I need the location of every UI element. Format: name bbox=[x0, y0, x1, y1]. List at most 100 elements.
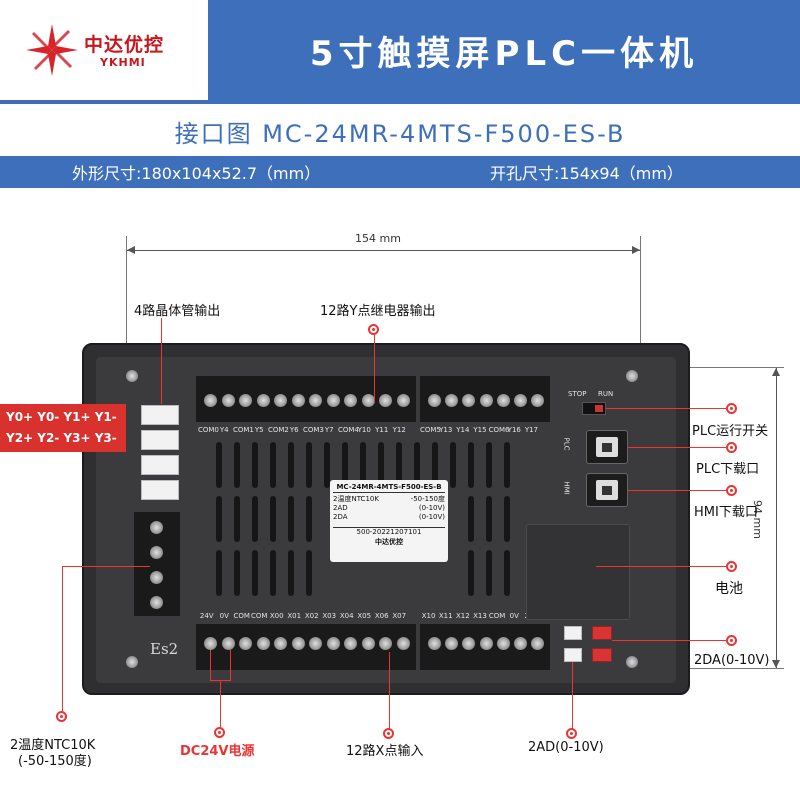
vent-slot bbox=[288, 550, 294, 596]
terminal-screw bbox=[150, 596, 163, 609]
width-dimension-line bbox=[127, 250, 640, 251]
ad-connector[interactable] bbox=[564, 626, 582, 640]
usb-socket-core bbox=[602, 486, 612, 495]
brand-name-en: YKHMI bbox=[100, 56, 146, 69]
terminal-screw bbox=[344, 637, 358, 650]
terminal-screw bbox=[326, 394, 340, 407]
run-switch[interactable] bbox=[582, 402, 606, 415]
callout-dot bbox=[383, 728, 394, 739]
vent-slot bbox=[306, 550, 312, 596]
vent-slot bbox=[216, 550, 222, 596]
terminal-label: Y12 bbox=[392, 426, 406, 434]
corner-screw bbox=[626, 370, 638, 382]
terminal-label: Y13 bbox=[439, 426, 453, 434]
terminal-screw bbox=[204, 637, 218, 650]
y-output-pin-label: Y0+ Y0- Y1+ Y1- Y2+ Y2- Y3+ Y3- bbox=[0, 404, 126, 452]
terminal-screw bbox=[496, 637, 510, 650]
width-dimension-label: 154 mm bbox=[352, 232, 404, 245]
terminal-screw bbox=[379, 394, 393, 407]
plc-port-mark: PLC bbox=[562, 437, 571, 451]
callout-line bbox=[374, 332, 375, 402]
callout-da: 2DA(0-10V) bbox=[694, 653, 770, 668]
terminal-screw bbox=[344, 394, 358, 407]
terminal-screw bbox=[428, 394, 442, 407]
terminal-label: 0V bbox=[219, 612, 229, 620]
vent-slot bbox=[504, 550, 510, 596]
dim-line-top bbox=[688, 367, 784, 368]
vent-slot bbox=[468, 496, 474, 542]
terminal-label: Y7 bbox=[324, 426, 334, 434]
terminal-label: COM2 bbox=[268, 426, 289, 434]
ad-connector[interactable] bbox=[564, 648, 582, 662]
vent-slot bbox=[504, 442, 510, 488]
callout-dot bbox=[726, 561, 737, 572]
terminal-label: COM0 bbox=[198, 426, 219, 434]
y-output-port[interactable] bbox=[141, 480, 179, 500]
y-output-port[interactable] bbox=[141, 455, 179, 475]
terminal-screw bbox=[221, 637, 235, 650]
y-output-port[interactable] bbox=[141, 430, 179, 450]
terminal-label: Y4 bbox=[219, 426, 229, 434]
callout-line bbox=[628, 490, 726, 491]
callout-line bbox=[230, 650, 231, 680]
sticker-text: -50-150度 bbox=[410, 495, 445, 503]
y-output-port[interactable] bbox=[141, 405, 179, 425]
arrow-right-icon bbox=[632, 246, 640, 254]
terminal-screw bbox=[204, 394, 218, 407]
sticker-text: 2温度NTC10K bbox=[333, 495, 379, 503]
ventilation-slots bbox=[216, 442, 516, 602]
terminal-label: Y10 bbox=[357, 426, 371, 434]
callout-line bbox=[572, 662, 573, 732]
bottom-screws-left bbox=[202, 637, 412, 651]
bottom-screws-right bbox=[426, 637, 546, 651]
callout-power: DC24V电源 bbox=[180, 744, 255, 759]
callout-dot bbox=[56, 711, 67, 722]
page-subtitle: 接口图 MC-24MR-4MTS-F500-ES-B bbox=[174, 119, 626, 148]
vent-slot bbox=[342, 442, 348, 488]
vent-slot bbox=[288, 442, 294, 488]
terminal-label: 24V bbox=[199, 612, 214, 620]
vent-slot bbox=[252, 550, 258, 596]
callout-line bbox=[596, 566, 726, 567]
terminal-screw bbox=[462, 637, 476, 650]
terminal-screw bbox=[513, 394, 527, 407]
terminal-screw bbox=[309, 394, 323, 407]
terminal-screw bbox=[256, 394, 270, 407]
page-title: 5寸触摸屏PLC一体机 bbox=[208, 0, 800, 100]
da-connector[interactable] bbox=[592, 626, 612, 640]
plc-usb-port[interactable] bbox=[586, 430, 628, 464]
callout-dot bbox=[214, 727, 225, 738]
terminal-label: Y14 bbox=[456, 426, 470, 434]
terminal-screw bbox=[462, 394, 476, 407]
vent-slot bbox=[306, 496, 312, 542]
top-screws-left bbox=[202, 394, 412, 408]
terminal-screw bbox=[274, 637, 288, 650]
run-switch-knob[interactable] bbox=[595, 405, 603, 412]
stop-label: RUN bbox=[598, 390, 614, 398]
vent-slot bbox=[270, 442, 276, 488]
terminal-label: Y15 bbox=[473, 426, 487, 434]
hmi-usb-port[interactable] bbox=[586, 473, 628, 507]
outer-size: 外形尺寸:180x104x52.7（mm） bbox=[72, 164, 321, 183]
terminal-screw bbox=[239, 394, 253, 407]
vent-slot bbox=[468, 550, 474, 596]
terminal-screw bbox=[274, 394, 288, 407]
terminal-label: Y16 bbox=[507, 426, 521, 434]
callout-dot bbox=[566, 728, 577, 739]
callout-dot bbox=[726, 442, 737, 453]
battery-cover[interactable] bbox=[526, 524, 630, 620]
terminal-label: X10 bbox=[421, 612, 436, 620]
terminal-screw bbox=[396, 637, 410, 650]
callout-line bbox=[612, 640, 726, 641]
sticker-brand: 中达优控 bbox=[375, 538, 403, 546]
dim-line-bottom bbox=[688, 668, 784, 669]
callout-dot bbox=[368, 324, 379, 335]
callout-line bbox=[389, 652, 390, 732]
da-connector[interactable] bbox=[592, 648, 612, 662]
terminal-screw bbox=[150, 546, 163, 559]
callout-line bbox=[62, 566, 63, 712]
model-sticker: MC-24MR-4MTS-F500-ES-B 2温度NTC10K-50-150度… bbox=[330, 480, 448, 562]
arrow-up-icon bbox=[772, 368, 780, 376]
